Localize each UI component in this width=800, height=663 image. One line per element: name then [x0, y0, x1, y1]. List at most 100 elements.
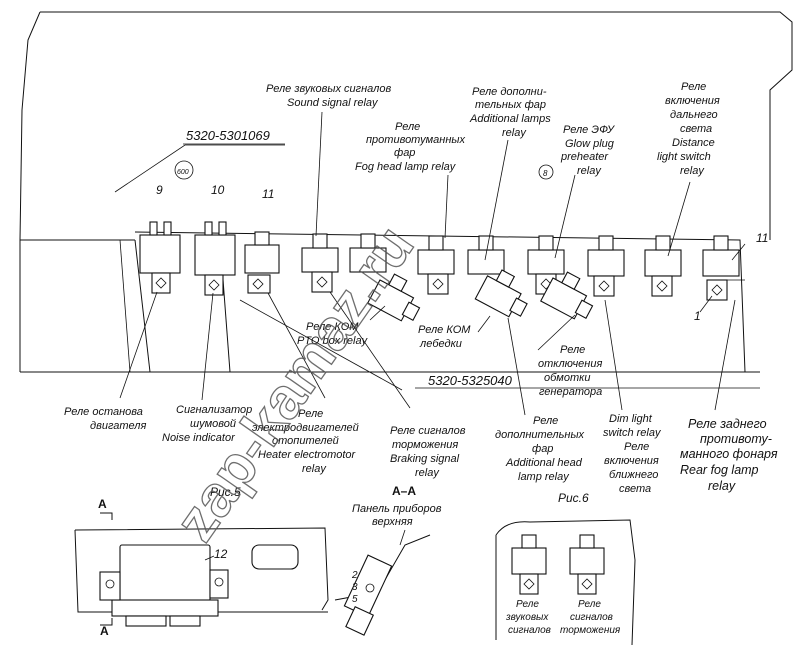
- label-efu-en-3: relay: [577, 165, 602, 177]
- relay-heater-motor: [244, 231, 280, 294]
- label-heat-en-1: Heater electromotor: [258, 449, 357, 461]
- labels-bottom: Реле останова двигателя Сигнализатор шум…: [64, 404, 778, 495]
- part-number-top: 5320-5301069: [186, 128, 270, 143]
- badge-right-circle: [538, 164, 554, 180]
- label-gen-3: обмотки: [544, 372, 590, 384]
- relay-rear-fog: [702, 235, 740, 301]
- relay-pto-box: [367, 273, 421, 322]
- label-addh-en-2: lamp relay: [518, 471, 570, 483]
- label-gen-2: отключения: [538, 358, 602, 370]
- relay-additional-lamps: [417, 235, 455, 295]
- label-dim-3: ближнего: [609, 469, 658, 481]
- relay-distance-light: [644, 235, 682, 297]
- callout-12: 12: [214, 547, 228, 561]
- label-addh-1: Реле: [533, 415, 558, 427]
- callout-9: 9: [156, 183, 163, 197]
- figure-5: Рис.5 A A 12: [74, 485, 329, 638]
- callout-10: 10: [211, 183, 225, 197]
- label-dim-2: включения: [604, 455, 659, 467]
- relay-row: [139, 221, 740, 322]
- label-addh-2: дополнительных: [495, 429, 585, 441]
- label-dist-en-1: Distance: [672, 137, 715, 149]
- label-brake-1: Реле сигналов: [390, 425, 466, 437]
- panel-label-1: Панель приборов: [352, 503, 442, 515]
- fig6-caption: Рис.6: [558, 491, 589, 505]
- label-dist-2: включения: [665, 95, 720, 107]
- label-efu-en-2: preheater: [560, 151, 609, 163]
- part-number-panel: 5320-5325040: [428, 373, 513, 388]
- relay-additional-head: [467, 235, 505, 275]
- badge-600: 600: [177, 169, 189, 176]
- label-add-1: Реле дополни-: [472, 86, 547, 98]
- aa-callout-5: 5: [352, 594, 358, 605]
- label-add-en-1: Additional lamps: [469, 113, 551, 125]
- fig6-left-3: сигналов: [508, 625, 551, 636]
- label-efu-1: Реле ЭФУ: [563, 124, 615, 136]
- label-rfog-1: Реле заднего: [688, 417, 767, 431]
- label-heat-2: электродвигателей: [252, 422, 359, 434]
- label-efu-en-1: Glow plug: [565, 138, 615, 150]
- label-add-2: тельных фар: [475, 99, 546, 111]
- dashboard-outline: [19, 11, 793, 373]
- label-dim-4: света: [619, 483, 651, 495]
- fig5-caption: Рис.5: [210, 485, 241, 499]
- label-addh-3: фар: [532, 443, 553, 455]
- panel-label-2: верхняя: [372, 516, 413, 528]
- label-brake-en-1: Braking signal: [390, 453, 460, 465]
- label-dim-en-2: switch relay: [603, 427, 662, 439]
- label-dim-1: Реле: [624, 441, 649, 453]
- leader-lines: [114, 111, 760, 416]
- label-heat-3: отопителей: [272, 435, 339, 447]
- fig6-left-1: Реле: [516, 599, 539, 610]
- aa-callout-3: 3: [352, 582, 358, 593]
- label-heat-en-2: relay: [302, 463, 327, 475]
- section-marker-top: A: [98, 497, 107, 511]
- relay-fog-head-lamp: [349, 233, 387, 273]
- noise-indicator: [194, 221, 236, 296]
- callouts: 9 10 11 11 1 600 8: [156, 160, 768, 323]
- label-brake-2: торможения: [392, 439, 458, 451]
- label-dist-4: света: [680, 123, 712, 135]
- label-heat-1: Реле: [298, 408, 323, 420]
- label-sound-ru: Реле звуковых сигналов: [266, 83, 391, 95]
- label-add-en-2: relay: [502, 127, 527, 139]
- label-gen-4: генератора: [539, 386, 602, 398]
- fig6-right-3: торможения: [560, 625, 621, 636]
- labels-middle: Реле КОМ PTO box relay Реле КОМ лебедки …: [297, 321, 602, 398]
- label-pto-en: PTO box relay: [297, 335, 369, 347]
- label-fog-1: Реле: [395, 121, 420, 133]
- fig6-right-1: Реле: [578, 599, 601, 610]
- label-fog-en: Fog head lamp relay: [355, 161, 457, 173]
- label-gen-1: Реле: [560, 344, 585, 356]
- section-aa: А–А Панель приборов верхняя 2 3 5: [334, 484, 442, 636]
- label-stop-2: двигателя: [90, 420, 146, 432]
- label-winch-2: лебедки: [419, 338, 462, 350]
- label-stop-1: Реле останова: [64, 406, 143, 418]
- label-fog-3: фар: [394, 147, 415, 159]
- section-marker-bottom: A: [100, 624, 109, 638]
- label-dim-en-1: Dim light: [609, 413, 653, 425]
- label-sound-en: Sound signal relay: [287, 97, 379, 109]
- callout-11-right: 11: [756, 231, 768, 245]
- relay-stop-engine: [139, 221, 181, 294]
- label-addh-en-1: Additional head: [505, 457, 583, 469]
- label-fog-2: противотуманных: [366, 134, 465, 146]
- fig6-left-2: звуковых: [505, 612, 549, 623]
- relay-generator-winding: [540, 271, 594, 320]
- label-rfog-en-2: relay: [708, 479, 736, 493]
- label-dist-en-3: relay: [680, 165, 705, 177]
- badge-600-circle: [174, 160, 194, 180]
- label-winch-1: Реле КОМ: [418, 324, 471, 336]
- label-pto-1: Реле КОМ: [306, 321, 359, 333]
- label-brake-en-2: relay: [415, 467, 440, 479]
- label-rfog-en-1: Rear fog lamp: [680, 463, 759, 477]
- figure-6: Рис.6 Реле звуковых сигналов Реле сигнал…: [495, 491, 636, 646]
- label-noise-2: шумовой: [190, 418, 236, 430]
- labels-top: Реле звуковых сигналов Sound signal rela…: [266, 81, 720, 177]
- label-rfog-3: манного фонаря: [680, 447, 778, 461]
- label-dist-3: дальнего: [670, 109, 718, 121]
- label-dist-en-2: light switch: [657, 151, 711, 163]
- fig6-right-2: сигналов: [570, 612, 613, 623]
- section-aa-title: А–А: [392, 484, 416, 498]
